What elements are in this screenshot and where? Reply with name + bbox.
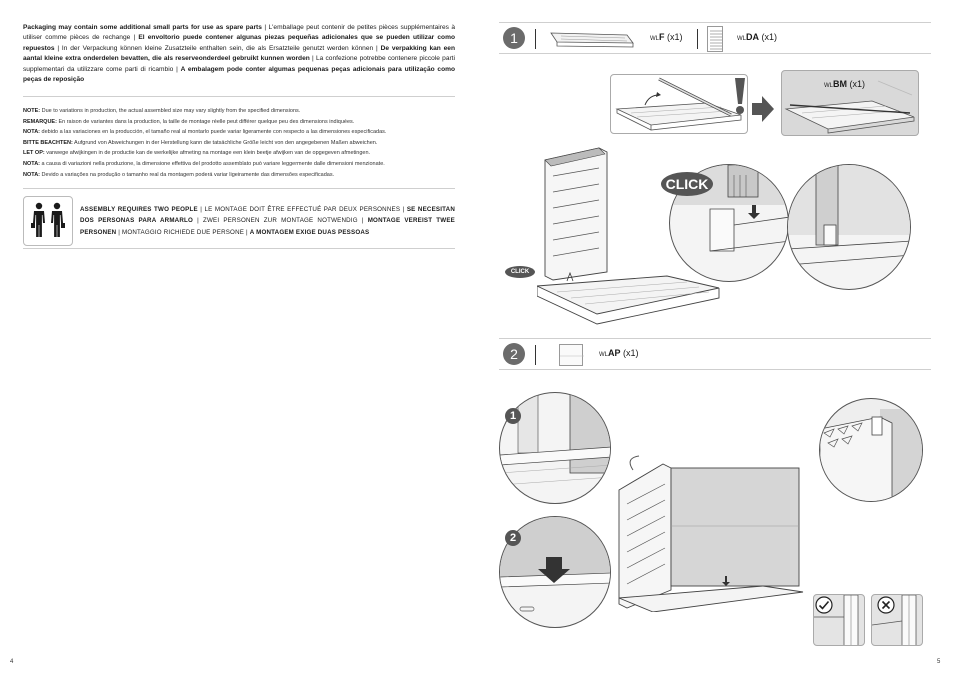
- arrow-right-icon: [752, 96, 774, 122]
- two-people-notice: ASSEMBLY REQUIRES TWO PEOPLE | LE MONTAG…: [80, 206, 455, 236]
- part-da-label: WLDA (x1): [737, 32, 777, 42]
- cross-icon: [877, 596, 895, 614]
- part-ap-thumbnail: [559, 344, 584, 366]
- separator: [535, 29, 536, 49]
- separator: [535, 345, 536, 365]
- size-notes: NOTE: Due to variations in production, t…: [23, 106, 455, 180]
- note-es: NOTA: debido a las variaciones en la pro…: [23, 129, 387, 136]
- panel-top-detail: [819, 398, 923, 502]
- correct-fit-detail: [813, 594, 865, 646]
- part-f-label: WLF (x1): [650, 32, 683, 42]
- divider: [23, 248, 455, 249]
- sub-step-1-badge: 1: [505, 408, 521, 424]
- separator: [697, 29, 698, 49]
- note-en: NOTE: Due to variations in production, t…: [23, 108, 301, 114]
- click-badge-small: CLICK: [505, 266, 535, 278]
- panel-insert-illustration: [613, 450, 809, 613]
- step-number: 2: [503, 343, 525, 365]
- sub-step-2-badge: 2: [505, 530, 521, 546]
- step-1-header: 1 WLF (x1) WLDA (x1): [499, 22, 931, 54]
- warning-icon: [732, 76, 748, 116]
- part-ap-label: WLAP (x1): [599, 348, 639, 358]
- page-number: 5: [937, 659, 941, 665]
- note-de: BITTE BEACHTEN: Aufgrund von Abweichunge…: [23, 139, 378, 146]
- rail-installed-illustration: WLBM (x1): [781, 70, 919, 136]
- note-pt: NOTA: Devido a variações na produção o t…: [23, 171, 335, 178]
- check-icon: [815, 596, 833, 614]
- note-it: NOTA: a causa di variazioni nella produz…: [23, 160, 385, 167]
- divider: [23, 188, 455, 189]
- wall-attach-illustration: CLICK: [505, 146, 727, 326]
- note-fr: REMARQUE: En raison de variantes dans la…: [23, 118, 355, 125]
- rail-insert-illustration: [610, 74, 748, 134]
- part-da-thumbnail: [707, 26, 723, 52]
- left-page: Packaging may contain some additional sm…: [10, 24, 456, 665]
- step-2-header: 2 WLAP (x1): [499, 338, 931, 370]
- page-number: 4: [10, 659, 14, 665]
- part-f-thumbnail: [547, 29, 637, 49]
- installed-detail-circle: [787, 164, 911, 290]
- note-nl: LET OP: vanwege afwijkingen in de produc…: [23, 150, 371, 157]
- spare-parts-notice: Packaging may contain some additional sm…: [23, 24, 456, 84]
- two-people-icon: [23, 196, 73, 246]
- click-badge-large: CLICK: [661, 172, 713, 196]
- part-bm-label: WLBM (x1): [824, 79, 865, 89]
- divider: [23, 96, 455, 97]
- right-page: 1 WLF (x1) WLDA (x1): [477, 0, 954, 675]
- step-number: 1: [503, 27, 525, 49]
